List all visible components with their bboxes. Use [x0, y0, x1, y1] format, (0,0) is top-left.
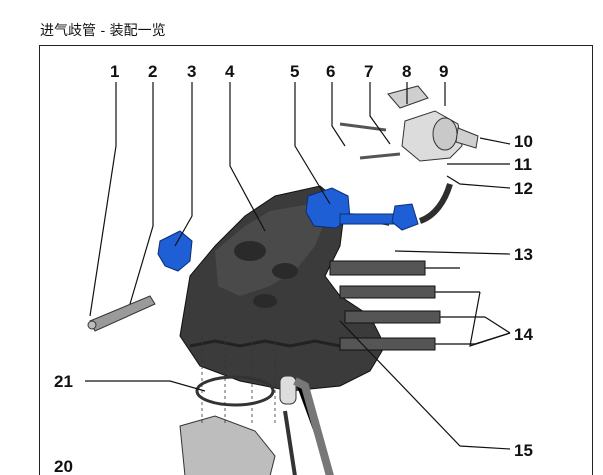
callout-13: 13 [514, 245, 533, 264]
diagram-frame: 1 2 3 4 5 6 7 8 9 10 11 12 13 14 15 21 2… [39, 45, 593, 475]
callout-5: 5 [290, 62, 299, 81]
callout-15: 15 [514, 441, 533, 460]
callout-3: 3 [187, 62, 196, 81]
callout-10: 10 [514, 132, 533, 151]
callout-14: 14 [514, 325, 533, 344]
callout-1: 1 [110, 62, 119, 81]
callout-12: 12 [514, 179, 533, 198]
callout-20: 20 [54, 457, 73, 475]
callout-4: 4 [225, 62, 235, 81]
callout-11: 11 [514, 155, 532, 174]
callout-2: 2 [148, 62, 157, 81]
exploded-view-diagram: 1 2 3 4 5 6 7 8 9 10 11 12 13 14 15 21 2… [54, 62, 533, 475]
callout-labels: 1 2 3 4 5 6 7 8 9 10 11 12 13 14 15 21 2… [54, 62, 533, 475]
alignment-lines [201, 336, 276, 426]
callout-9: 9 [439, 62, 448, 81]
callout-7: 7 [364, 62, 373, 81]
blue-components [157, 187, 419, 272]
callout-6: 6 [326, 62, 335, 81]
high-pressure-pump [339, 85, 479, 162]
leader-lines [85, 82, 511, 450]
callout-21: 21 [54, 372, 73, 391]
callout-8: 8 [402, 62, 411, 81]
page-title: 进气歧管 - 装配一览 [40, 23, 166, 39]
fuel-rail [329, 260, 485, 351]
